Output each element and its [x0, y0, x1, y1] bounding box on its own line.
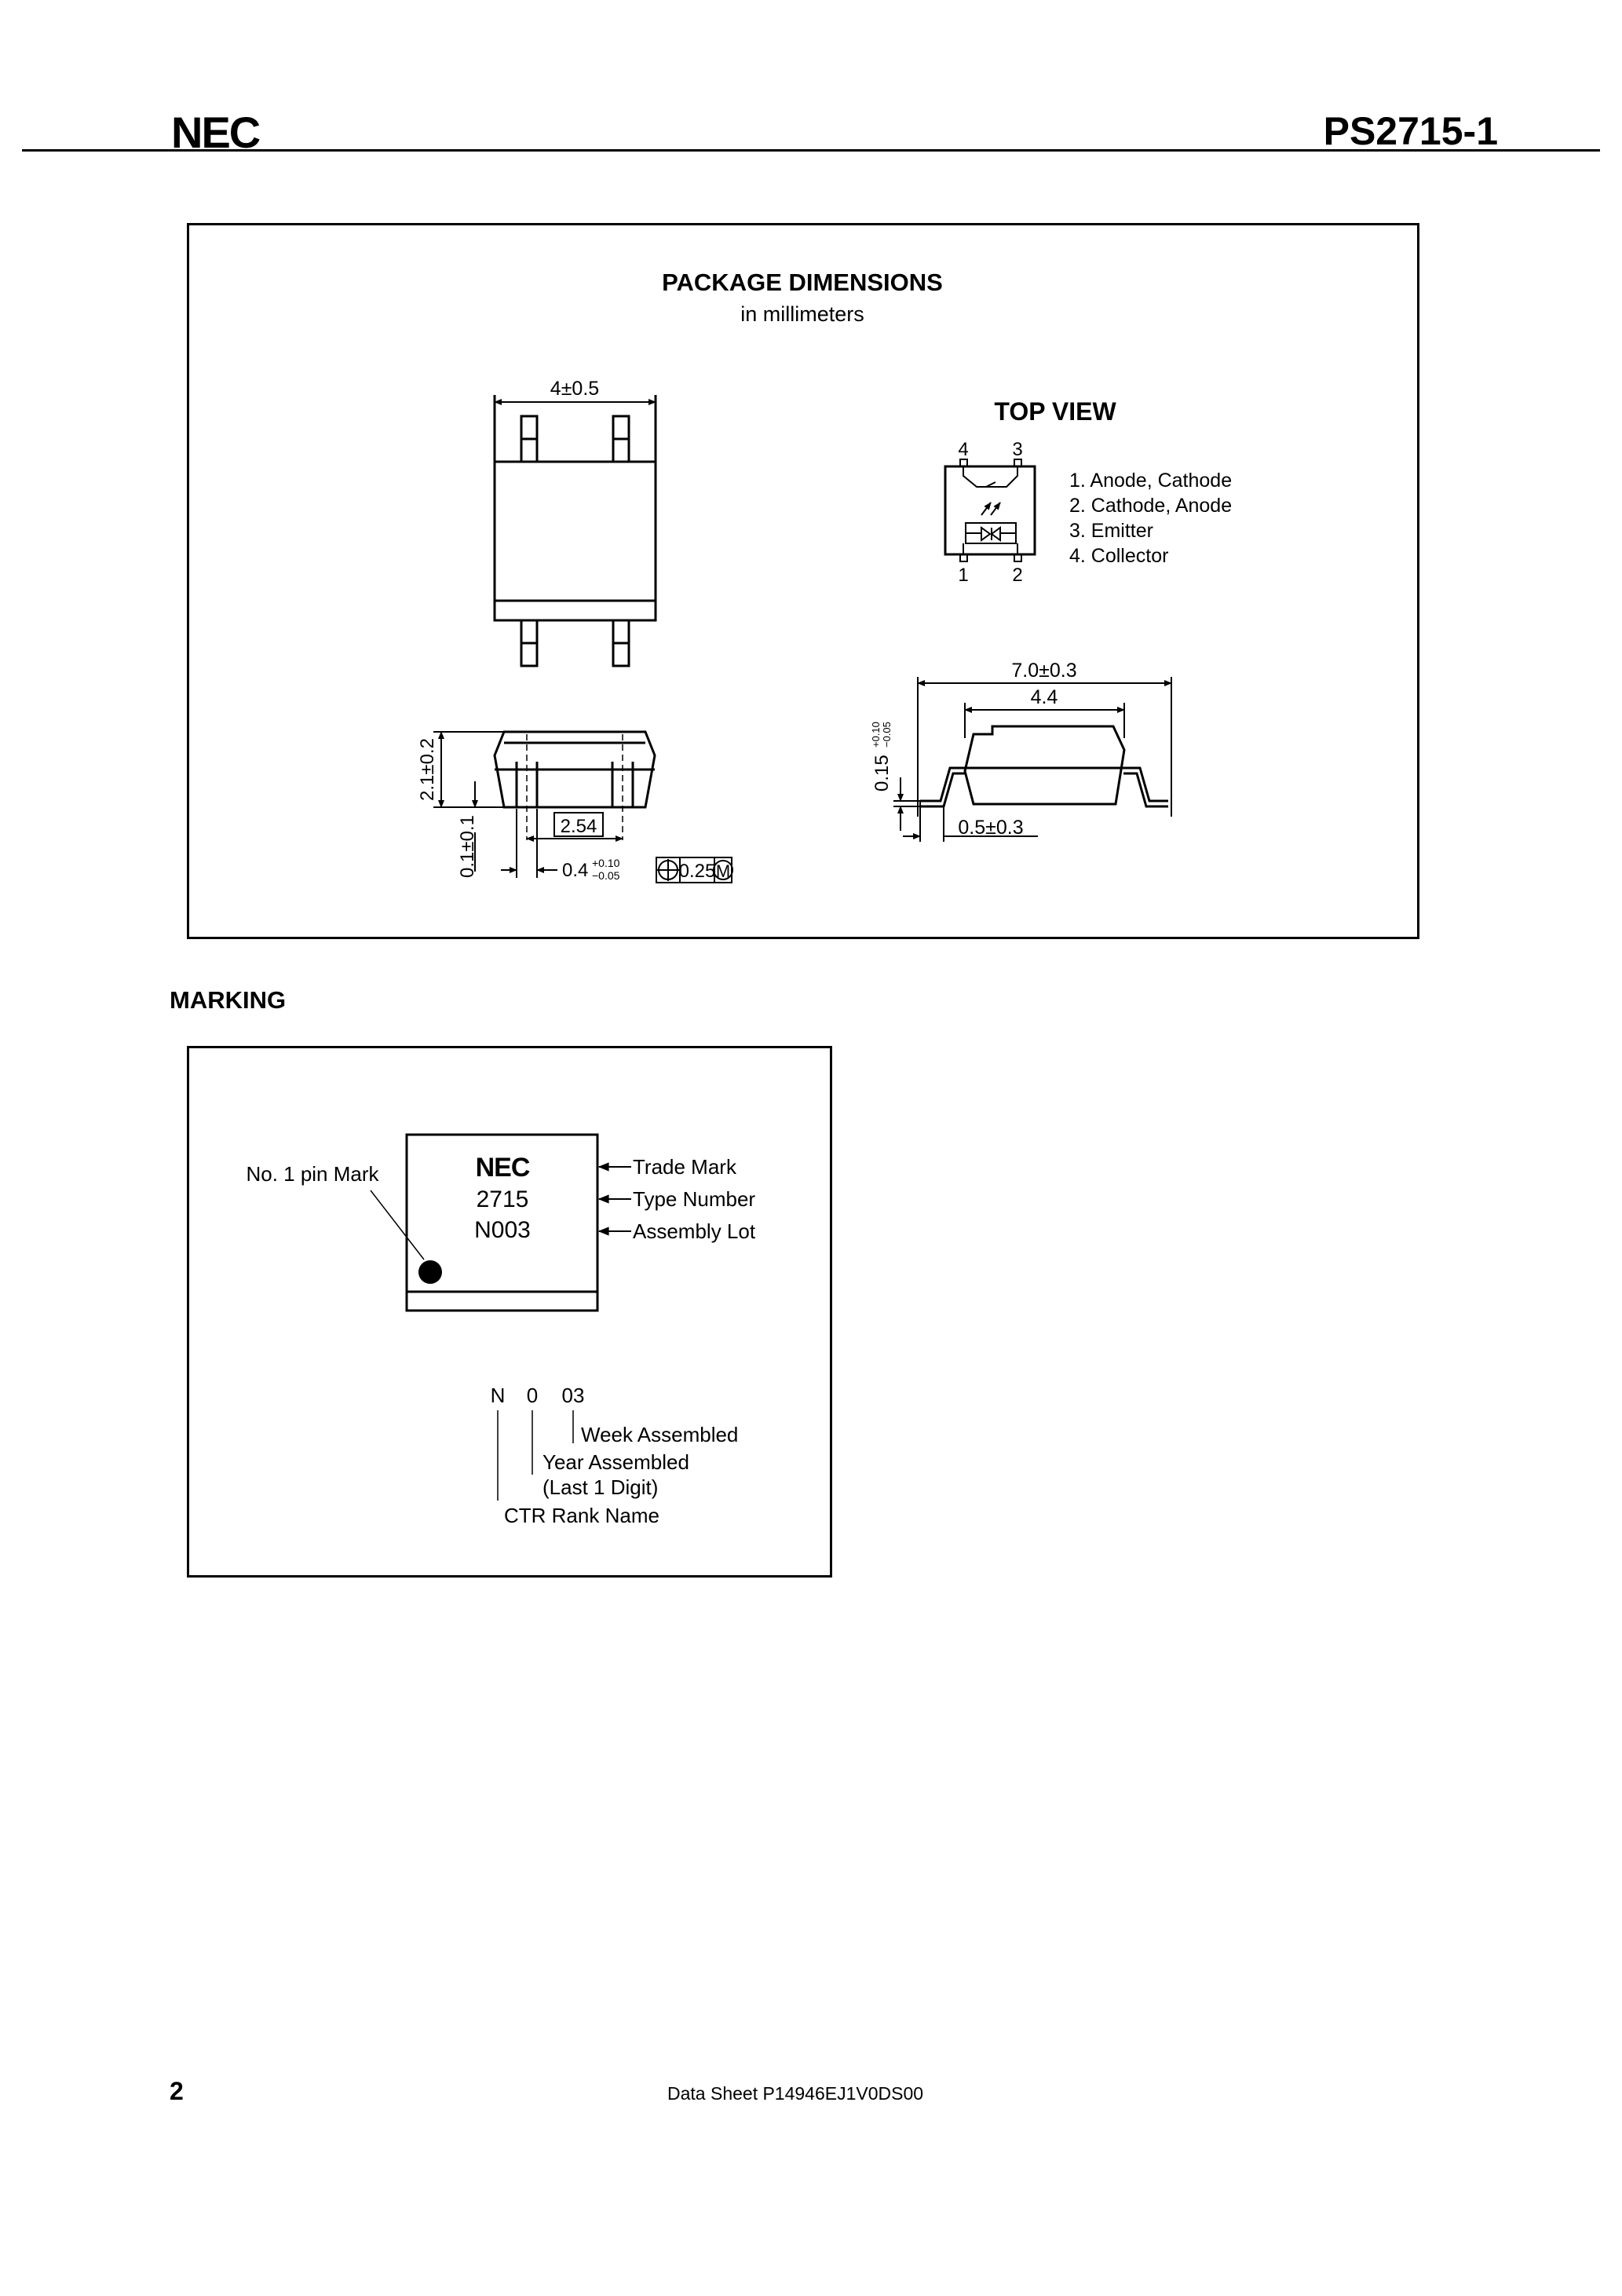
pin-label-2: 2	[1012, 565, 1022, 586]
page-number: 2	[170, 2077, 184, 2105]
dim-lead-width-tol-plus: +0.10	[592, 857, 620, 869]
dim-top-width: 4±0.5	[550, 378, 599, 400]
pin-1-mark-dot	[418, 1260, 442, 1284]
pin-label-4: 4	[958, 439, 968, 460]
marking-frame	[187, 1046, 832, 1578]
ctr-rank-label: CTR Rank Name	[504, 1504, 659, 1527]
last-digit-label: (Last 1 Digit)	[542, 1475, 658, 1499]
marking-heading: MARKING	[170, 986, 287, 1014]
year-assembled-label: Year Assembled	[542, 1450, 689, 1474]
dim-body-width: 4.4	[1031, 686, 1058, 708]
pin-list-2: 2. Cathode, Anode	[1069, 495, 1232, 517]
dim-lead-thickness-tol-plus: +0.10	[870, 722, 882, 748]
trade-mark-label: Trade Mark	[633, 1155, 737, 1179]
header-rule	[22, 149, 1600, 152]
code-char-year: 0	[527, 1384, 538, 1407]
dim-position-tol: 0.25	[679, 861, 716, 882]
dim-pitch: 2.54	[561, 816, 597, 837]
pin-list-1: 1. Anode, Cathode	[1069, 470, 1232, 492]
dim-lead-thickness-tol-minus: −0.05	[881, 722, 893, 748]
dim-lead-width: 0.4	[562, 860, 588, 881]
chip-type-number: 2715	[477, 1186, 529, 1212]
dim-height: 2.1±0.2	[417, 738, 438, 801]
chip-logo: NEC	[476, 1153, 530, 1183]
package-top-outline	[493, 395, 657, 667]
dim-foot-length: 0.5±0.3	[958, 817, 1023, 839]
top-view-label: TOP VIEW	[994, 397, 1116, 426]
footer-doc-id: Data Sheet P14946EJ1V0DS00	[667, 2083, 924, 2104]
package-end-view	[893, 677, 1172, 842]
pin-list-3: 3. Emitter	[1069, 520, 1153, 542]
package-side-view	[433, 730, 733, 883]
dim-lead-thickness: 0.15	[871, 755, 893, 792]
assembly-lot-label: Assembly Lot	[633, 1219, 756, 1243]
dim-overall-width: 7.0±0.3	[1011, 660, 1076, 682]
code-char-n: N	[491, 1384, 506, 1407]
pin-label-1: 1	[958, 565, 968, 586]
part-number: PS2715-1	[1323, 109, 1498, 153]
package-units: in millimeters	[740, 302, 864, 326]
code-leader-lines	[497, 1410, 574, 1501]
pin-list-4: 4. Collector	[1069, 545, 1168, 567]
pin-label-3: 3	[1012, 439, 1022, 460]
dim-standoff: 0.1±0.1	[457, 815, 478, 878]
package-title: PACKAGE DIMENSIONS	[662, 269, 943, 296]
dim-position-mod: M	[716, 861, 730, 881]
code-char-week: 03	[562, 1384, 585, 1407]
chip-lot: N003	[474, 1217, 531, 1243]
package-dimensions-frame	[187, 223, 1419, 939]
type-number-label: Type Number	[633, 1187, 755, 1211]
top-view-schematic	[944, 459, 1036, 562]
week-assembled-label: Week Assembled	[581, 1423, 738, 1446]
nec-logo: NEC	[171, 108, 261, 157]
pin-mark-label: No. 1 pin Mark	[246, 1162, 379, 1186]
dim-lead-width-tol-minus: −0.05	[592, 869, 620, 882]
marking-chip	[370, 1133, 631, 1312]
